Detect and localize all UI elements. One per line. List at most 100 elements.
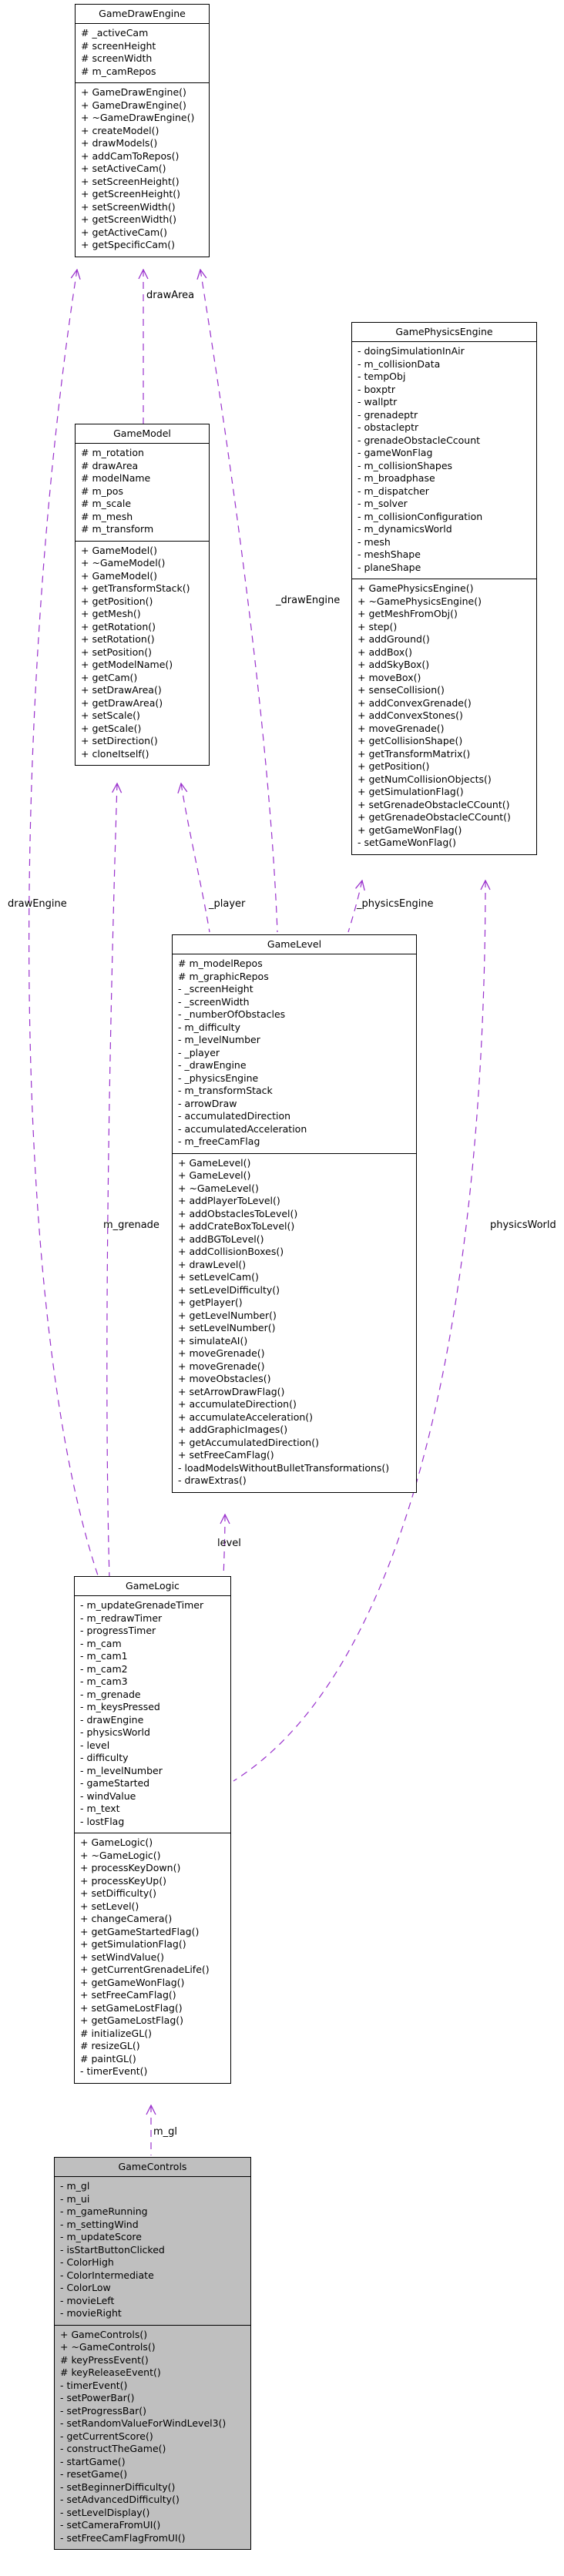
attribute: - difficulty [80, 1752, 129, 1763]
edge-label-drawArea: drawArea [146, 290, 195, 301]
operation: - setLevelDisplay() [60, 2506, 150, 2518]
attribute: # screenHeight [81, 39, 156, 52]
operation: + getRotation() [81, 620, 156, 632]
operation: + setRotation() [81, 633, 155, 645]
attribute: # m_transform [81, 523, 154, 535]
class-GameLogic: GameLogic- m_updateGrenadeTimer- m_redra… [74, 1576, 231, 2084]
attribute: - arrowDraw [178, 1097, 237, 1109]
operation: + GameDrawEngine() [81, 86, 186, 98]
operation: + GameControls() [60, 2328, 148, 2340]
attribute: - wallptr [358, 396, 398, 408]
attribute: - m_cam2 [80, 1662, 128, 1675]
operation: + ~GamePhysicsEngine() [358, 595, 482, 607]
attribute: - m_gl [60, 2180, 90, 2192]
operation: + ~GameModel() [81, 557, 166, 569]
attribute: # drawArea [81, 459, 139, 471]
attribute: - accumulatedAcceleration [178, 1122, 307, 1135]
operation: + GamePhysicsEngine() [358, 582, 474, 594]
attribute: - m_transformStack [178, 1085, 273, 1096]
attribute: - ColorIntermediate [60, 2269, 154, 2281]
operation: # keyReleaseEvent() [60, 2366, 161, 2378]
class-GameLevel: GameLevel# m_modelRepos# m_graphicRepos-… [172, 934, 417, 1493]
class-GameDrawEngine: GameDrawEngine# _activeCam# screenHeight… [75, 4, 210, 257]
operation: + createModel() [81, 124, 159, 136]
operation: - timerEvent() [80, 2065, 148, 2077]
edge-physicsEngine [347, 880, 362, 933]
operation: - getCurrentScore() [60, 2430, 153, 2442]
operation: - setFreeCamFlagFromUI() [60, 2531, 186, 2544]
operation: + getCam() [81, 671, 138, 683]
operation: + setScale() [81, 709, 140, 721]
edge-label-player: _player [209, 898, 246, 910]
operation: + drawLevel() [178, 1258, 247, 1270]
operation: + addCamToRepos() [81, 149, 180, 162]
operation: + setLevelNumber() [178, 1322, 276, 1333]
operation: + getNumCollisionObjects() [358, 773, 492, 785]
operation: - resetGame() [60, 2468, 128, 2480]
attribute: # screenWidth [81, 52, 153, 64]
operation: + getCurrentGrenadeLife() [80, 1964, 210, 1975]
attribute: - m_ui [60, 2192, 90, 2205]
operation: + getGameLostFlag() [80, 2014, 184, 2026]
attribute: - doingSimulationInAir [358, 345, 465, 357]
edge-label-m-gl: m_gl [153, 2126, 178, 2138]
class-GamePhysicsEngine: GamePhysicsEngine - doingSimulationInAir -… [351, 322, 537, 855]
class-title: GamePhysicsEngine [352, 323, 536, 342]
operation: + getPlayer() [178, 1296, 243, 1308]
operation: + addSkyBox() [358, 659, 430, 670]
operation: + getScreenWidth() [81, 213, 177, 225]
operation: + setScreenHeight() [81, 175, 180, 187]
operation: + getMeshFromObj() [358, 608, 458, 619]
edge-label-physicsEngine: _physicsEngine [357, 898, 434, 910]
attribute: - m_levelNumber [80, 1764, 163, 1776]
operation: + GameDrawEngine() [81, 99, 186, 111]
attribute: # m_modelRepos [178, 958, 263, 969]
attribute: - m_cam [80, 1637, 122, 1649]
operation: + addConvexStones() [358, 709, 463, 721]
operation: + getDrawArea() [81, 696, 163, 709]
attribute: - m_dispatcher [358, 485, 429, 497]
attribute: - m_redrawTimer [80, 1612, 163, 1624]
operation: + GameLevel() [178, 1169, 251, 1181]
operation: - drawExtras() [178, 1474, 247, 1486]
attributes-compartment: - m_updateGrenadeTimer- m_redrawTimer- p… [75, 1596, 230, 1833]
attribute: - m_text [80, 1803, 120, 1814]
operation: + cloneItself() [81, 747, 149, 760]
attribute: - level [80, 1739, 110, 1751]
operation: + getTransformMatrix() [358, 747, 471, 760]
operation: + setLevel() [80, 1900, 139, 1912]
operation: + ~GameDrawEngine() [81, 112, 195, 123]
attribute: - accumulatedDirection [178, 1110, 291, 1122]
attribute: - grenadeptr [358, 408, 418, 421]
attribute: - m_collisionShapes [358, 459, 453, 471]
operation: + setFreeCamFlag() [178, 1449, 274, 1461]
operations-compartment: + GameDrawEngine()+ GameDrawEngine()+ ~G… [76, 83, 209, 257]
attribute: - ColorHigh [60, 2256, 114, 2268]
operation: + addConvexGrenade() [358, 696, 472, 709]
operation: + getGameStartedFlag() [80, 1925, 200, 1937]
attribute: - m_collisionConfiguration [358, 510, 483, 522]
operation: + GameModel() [81, 544, 157, 556]
attribute: - _physicsEngine [178, 1072, 259, 1084]
operation: + drawModels() [81, 137, 158, 149]
attribute: # m_camRepos [81, 65, 156, 77]
operation: + setDirection() [81, 735, 158, 746]
attribute: - ColorLow [60, 2282, 111, 2293]
attribute: # m_pos [81, 485, 123, 497]
attribute: - lostFlag [80, 1815, 125, 1827]
operation: + addGround() [358, 633, 430, 645]
attributes-compartment: # _activeCam# screenHeight# screenWidth#… [76, 24, 209, 83]
operation: - setAdvancedDifficulty() [60, 2494, 180, 2505]
class-title: GameLogic [75, 1577, 230, 1596]
operation: - constructTheGame() [60, 2443, 166, 2454]
attribute: # m_scale [81, 498, 132, 509]
operation: + setScreenWidth() [81, 200, 176, 213]
attribute: - m_dynamicsWorld [358, 523, 452, 535]
operation: + getActiveCam() [81, 226, 167, 238]
operations-compartment: + GameLogic()+ ~GameLogic()+ processKeyD… [75, 1833, 230, 2083]
class-GameModel: GameModel# m_rotation# drawArea# modelNa… [75, 424, 210, 766]
attribute: - planeShape [358, 561, 421, 573]
operation: + setDifficulty() [80, 1887, 157, 1899]
attribute: - _screenHeight [178, 983, 253, 995]
